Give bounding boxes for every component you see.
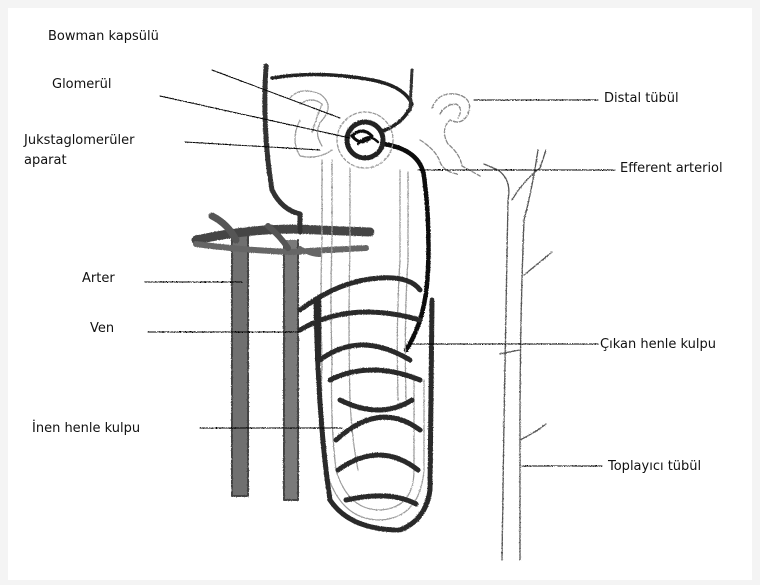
label-artery: Arter [82, 270, 115, 287]
label-juxtaglomerular-line1: Jukstaglomerüler [24, 132, 134, 149]
label-descending-loop: İnen henle kulpu [32, 420, 140, 437]
label-bowman-capsule: Bowman kapsülü [48, 28, 159, 45]
label-collecting-tubule: Toplayıcı tübül [608, 458, 701, 475]
label-ascending-loop: Çıkan henle kulpu [600, 336, 716, 353]
label-juxtaglomerular-line2: aparat [24, 152, 67, 169]
label-efferent-arteriole: Efferent arteriol [620, 160, 723, 177]
label-vein: Ven [90, 320, 114, 337]
label-distal-tubule: Distal tübül [604, 90, 679, 107]
label-glomerulus: Glomerül [52, 76, 112, 93]
